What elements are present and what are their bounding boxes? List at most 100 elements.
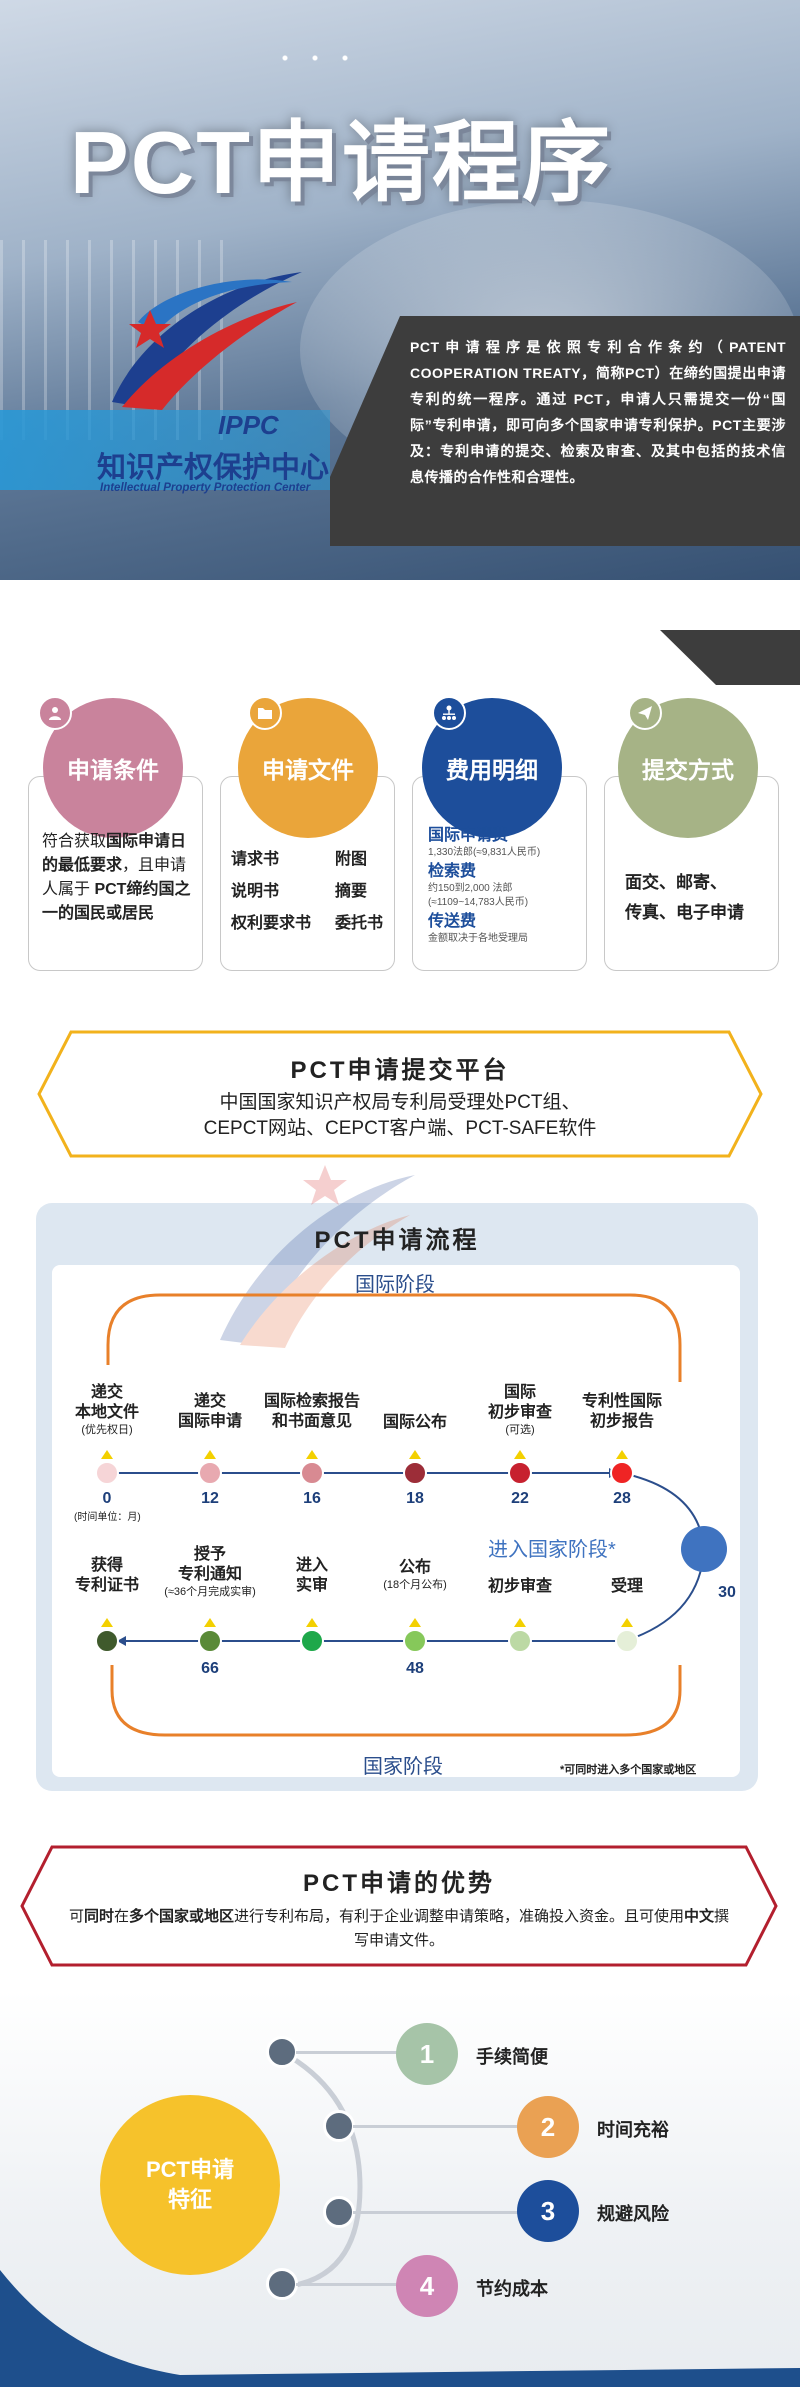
feature-label: 手续简便 xyxy=(476,2047,548,2067)
feature-connector-line xyxy=(296,2051,398,2054)
process-title: PCT申请流程 xyxy=(314,1227,480,1254)
turn-month: 30 xyxy=(718,1584,736,1601)
document-item: 说明书 xyxy=(231,883,280,900)
card-conditions-text: 符合获取国际申请日的最低要求，且申请人属于 PCT缔约国之一的国民或居民 xyxy=(42,833,191,922)
feature-connector-line xyxy=(353,2125,519,2128)
process-step-label: 公布(18个月公布) xyxy=(383,1559,447,1591)
card-documents-list: 请求书 附图 说明书 摘要 权利要求书 委托书 xyxy=(231,845,391,933)
logo-abbreviation: IPPC xyxy=(218,410,279,440)
document-item: 权利要求书 xyxy=(231,915,312,932)
feature-connector-dot xyxy=(266,2268,298,2300)
process-step-dot xyxy=(198,1629,222,1653)
document-item: 委托书 xyxy=(335,915,384,932)
card-documents-title: 申请文件 xyxy=(262,757,354,783)
process-step-month: 12 xyxy=(201,1490,219,1507)
card-fees-title: 费用明细 xyxy=(446,757,538,783)
fee-detail: 约150到2,000 法郎 (≈1109~14,783人民币) xyxy=(428,883,529,908)
feature-connector-line xyxy=(353,2211,519,2214)
feature-connector-dot xyxy=(323,2110,355,2142)
feature-label: 节约成本 xyxy=(476,2279,548,2299)
step-marker-icon xyxy=(514,1450,526,1459)
feature-connector-dot xyxy=(266,2036,298,2068)
step-marker-icon xyxy=(306,1450,318,1459)
hero-bottom-edge xyxy=(0,580,800,625)
step-marker-icon xyxy=(409,1450,421,1459)
process-step-dot xyxy=(403,1629,427,1653)
step-marker-icon xyxy=(204,1450,216,1459)
process-step-month: 18 xyxy=(406,1490,424,1507)
advantage-hexagon-frame xyxy=(20,1845,778,1967)
feature-number-badge: 4 xyxy=(396,2255,458,2317)
process-step-dot xyxy=(403,1461,427,1485)
hero-dots xyxy=(270,55,360,61)
step-marker-icon xyxy=(621,1618,633,1627)
document-item: 摘要 xyxy=(335,883,368,900)
process-step-label: 国际初步审查(可选) xyxy=(487,1384,553,1436)
card-fees-list: 国际申请费 1,330法郎(≈9,831人民币) 检索费 约150到2,000 … xyxy=(428,826,593,948)
card-fees-header: 费用明细 xyxy=(422,698,562,838)
platform-title: PCT申请提交平台 xyxy=(290,1057,510,1084)
fee-name: 国际申请费 xyxy=(428,827,509,844)
logo-swoosh-icon xyxy=(112,272,302,410)
process-step-month: 28 xyxy=(613,1490,631,1507)
bottom-wave xyxy=(0,2270,800,2387)
feature-connector-dot xyxy=(323,2196,355,2228)
process-footnote: *可同时进入多个国家或地区 xyxy=(560,1764,697,1776)
process-step-dot xyxy=(300,1629,324,1653)
step-marker-icon xyxy=(306,1618,318,1627)
process-step-label: 国际检索报告和书面意见 xyxy=(263,1393,361,1430)
intro-box: PCT申请程序是依照专利合作条约（PATENT COOPERATION TREA… xyxy=(330,316,800,546)
process-step-dot xyxy=(508,1461,532,1485)
process-step-dot xyxy=(508,1629,532,1653)
step-marker-icon xyxy=(204,1618,216,1627)
card-submit-title: 提交方式 xyxy=(642,757,734,783)
intro-text: PCT申请程序是依照专利合作条约（PATENT COOPERATION TREA… xyxy=(410,339,786,485)
process-step-dot xyxy=(198,1461,222,1485)
hero-banner: PCT申请程序 IPPC 知识产权保护中心 Intellectual Prope… xyxy=(0,0,800,625)
document-item: 请求书 xyxy=(231,851,280,868)
process-step-label: 进入实审 xyxy=(295,1557,329,1594)
fee-detail: 金额取决于各地受理局 xyxy=(428,933,528,944)
step-marker-icon xyxy=(616,1450,628,1459)
feature-label: 时间充裕 xyxy=(597,2120,669,2140)
process-step-label: 授予专利通知(≈36个月完成实审) xyxy=(164,1546,256,1598)
process-step-dot xyxy=(300,1461,324,1485)
hero-corner-shape xyxy=(660,630,800,685)
process-step-month: 16 xyxy=(303,1490,321,1507)
feature-number-badge: 3 xyxy=(517,2180,579,2242)
document-item: 附图 xyxy=(335,851,368,868)
fee-detail: 1,330法郎(≈9,831人民币) xyxy=(428,847,541,858)
process-step-month: 48 xyxy=(406,1660,424,1677)
card-conditions-title: 申请条件 xyxy=(67,757,159,783)
step-marker-icon xyxy=(101,1618,113,1627)
paper-plane-icon xyxy=(628,696,662,730)
user-icon xyxy=(38,696,72,730)
step-marker-icon xyxy=(514,1618,526,1627)
logo-chinese-name: 知识产权保护中心 xyxy=(97,452,330,484)
process-step-label: 初步审查 xyxy=(487,1578,553,1595)
page-title: PCT申请程序 xyxy=(70,113,613,212)
feature-label: 规避风险 xyxy=(597,2204,669,2224)
fee-name: 检索费 xyxy=(428,863,477,880)
hero-blue-band xyxy=(0,410,330,490)
hero-bar-pattern xyxy=(0,240,240,440)
org-chart-icon xyxy=(432,696,466,730)
feature-number-badge: 1 xyxy=(396,2023,458,2085)
platform-text: 中国国家知识产权局专利局受理处PCT组、 CEPCT网站、CEPCT客户端、PC… xyxy=(203,1092,597,1139)
advantage-title: PCT申请的优势 xyxy=(303,1870,495,1897)
process-step-dot xyxy=(95,1629,119,1653)
process-step-label: 国际公布 xyxy=(382,1414,448,1431)
month-unit-note: (时间单位：月) xyxy=(74,1512,141,1523)
enter-national-label: 进入国家阶段* xyxy=(488,1539,616,1561)
process-step-month: 0 xyxy=(102,1490,112,1507)
feature-connector-line xyxy=(296,2283,398,2286)
national-phase-label: 国家阶段 xyxy=(363,1756,443,1778)
advantage-section: PCT申请的优势 可同时在多个国家或地区进行专利布局，有利于企业调整申请策略，准… xyxy=(20,1845,778,1967)
process-step-label: 专利性国际初步报告 xyxy=(581,1393,663,1430)
process-step-dot xyxy=(95,1461,119,1485)
intl-phase-label: 国际阶段 xyxy=(355,1274,435,1296)
card-submit-text: 面交、邮寄、 传真、电子申请 xyxy=(625,873,744,922)
platform-hexagon-frame xyxy=(37,1030,763,1158)
features-center-circle: PCT申请 特征 xyxy=(100,2095,280,2275)
advantage-text: 可同时在多个国家或地区进行专利布局，有利于企业调整申请策略，准确投入资金。且可使… xyxy=(68,1908,730,1949)
